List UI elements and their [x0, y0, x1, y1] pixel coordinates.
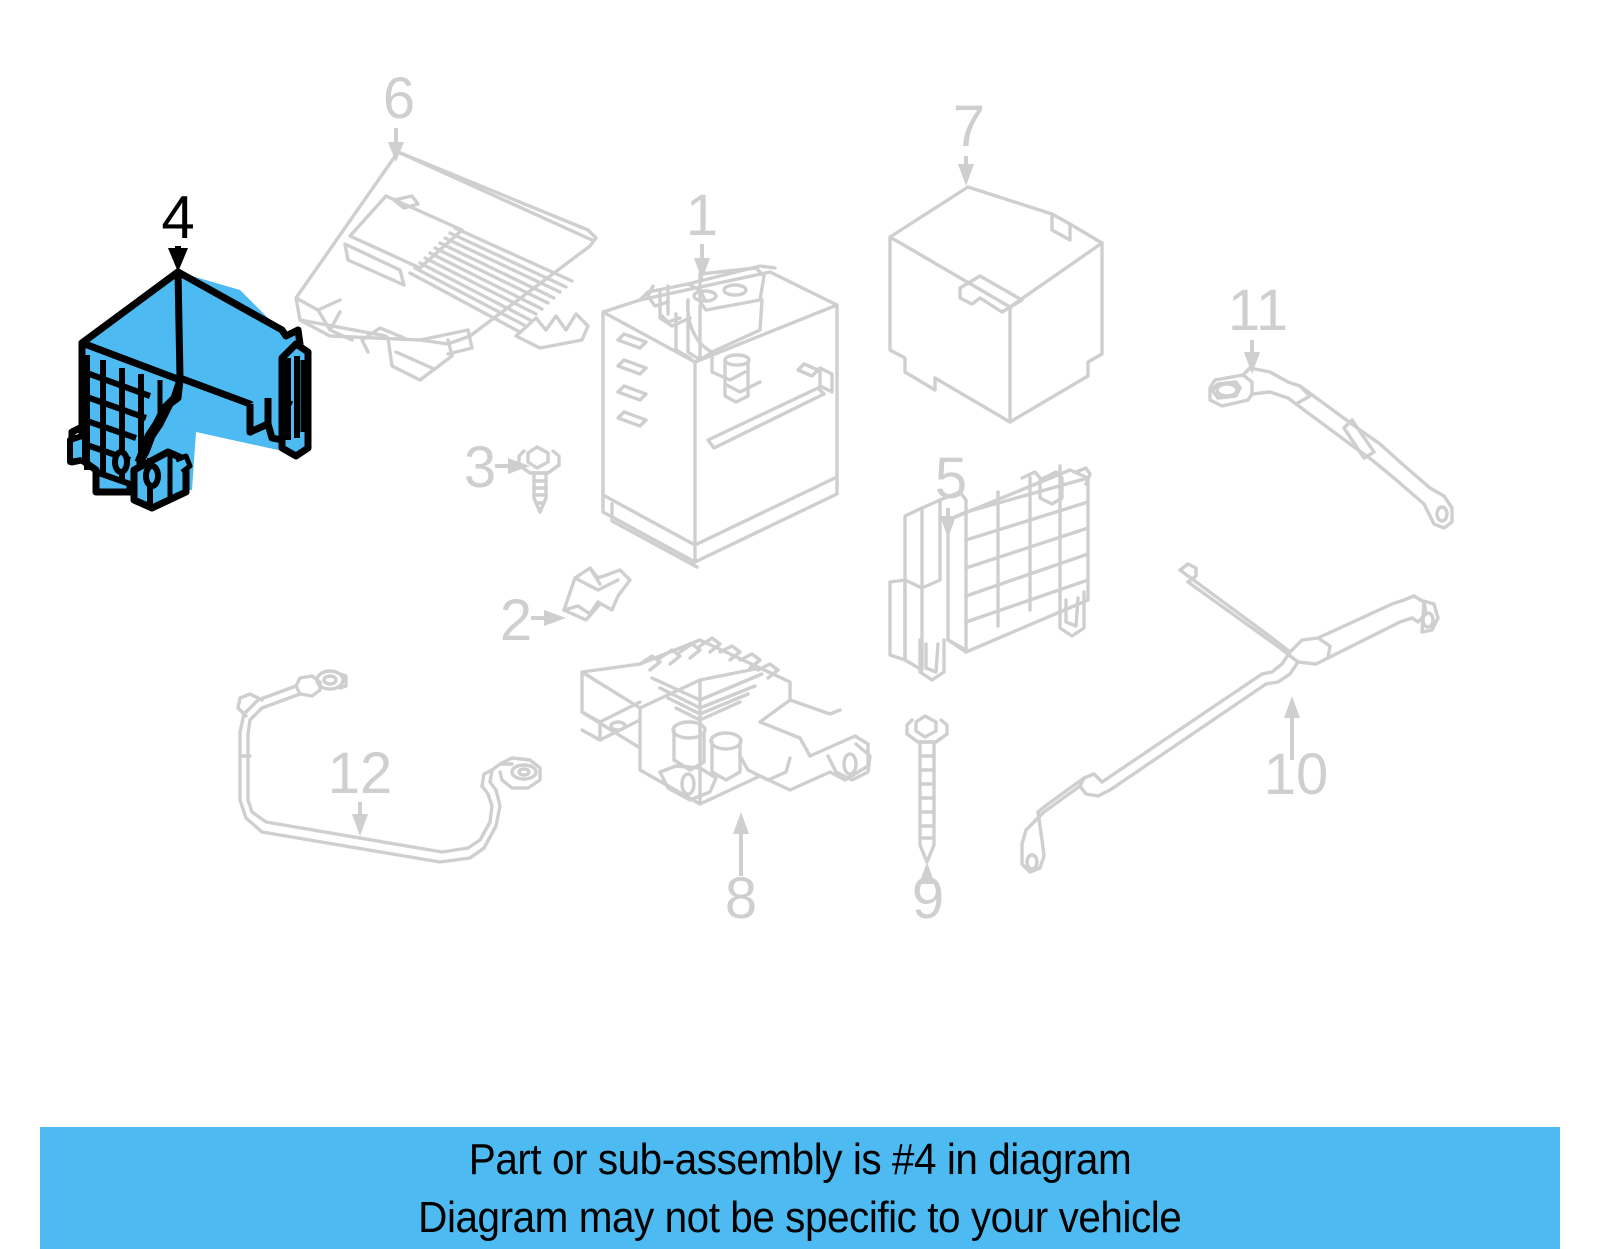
callout-12: 12 — [328, 741, 393, 836]
callout-10-number: 10 — [1264, 742, 1329, 807]
part-8-battery-tray[interactable] — [580, 636, 872, 806]
callout-2: 2 — [500, 588, 566, 653]
callout-10: 10 — [1264, 696, 1329, 807]
inactive-callouts: 6 1 7 11 3 — [328, 66, 1329, 931]
callout-9: 9 — [912, 862, 944, 931]
callout-6: 6 — [383, 66, 415, 162]
callout-3-number: 3 — [464, 435, 496, 500]
part-10-positive-battery-cable[interactable] — [1020, 562, 1440, 874]
callout-8-number: 8 — [725, 866, 757, 931]
callout-8: 8 — [725, 812, 757, 931]
part-12-ground-cable[interactable] — [236, 669, 542, 864]
part-6-battery-vent-cover[interactable] — [294, 150, 598, 382]
banner-line-2: Diagram may not be specific to your vehi… — [418, 1193, 1182, 1242]
callout-5: 5 — [935, 446, 967, 538]
callout-11: 11 — [1228, 278, 1288, 374]
callout-5-number: 5 — [935, 446, 967, 511]
notice-banner: Part or sub-assembly is #4 in diagram Di… — [40, 1127, 1560, 1249]
callout-4-number: 4 — [161, 184, 194, 251]
callout-2-number: 2 — [500, 588, 532, 653]
part-7-insulation-box[interactable] — [888, 185, 1104, 424]
part-4-battery-insulation-cover[interactable] — [67, 268, 312, 512]
part-1-battery[interactable] — [601, 264, 839, 569]
callout-1-number: 1 — [686, 183, 718, 248]
part-9-battery-tray-bolt[interactable] — [905, 714, 949, 864]
callout-4: 4 — [161, 184, 195, 272]
part-5-battery-tray-bracket[interactable] — [888, 464, 1092, 682]
inactive-parts-group — [236, 150, 1454, 874]
callout-6-number: 6 — [383, 66, 415, 131]
part-2-hold-down-clamp[interactable] — [562, 566, 632, 622]
callout-11-number: 11 — [1228, 278, 1288, 343]
part-3-hex-flange-bolt[interactable] — [517, 445, 561, 514]
callout-7-number: 7 — [953, 94, 985, 159]
callout-1: 1 — [686, 183, 718, 280]
callout-7: 7 — [953, 94, 985, 186]
banner-line-1: Part or sub-assembly is #4 in diagram — [468, 1135, 1132, 1184]
callout-12-number: 12 — [328, 741, 393, 806]
part-11-negative-battery-cable[interactable] — [1208, 366, 1454, 530]
callout-3: 3 — [464, 435, 530, 500]
